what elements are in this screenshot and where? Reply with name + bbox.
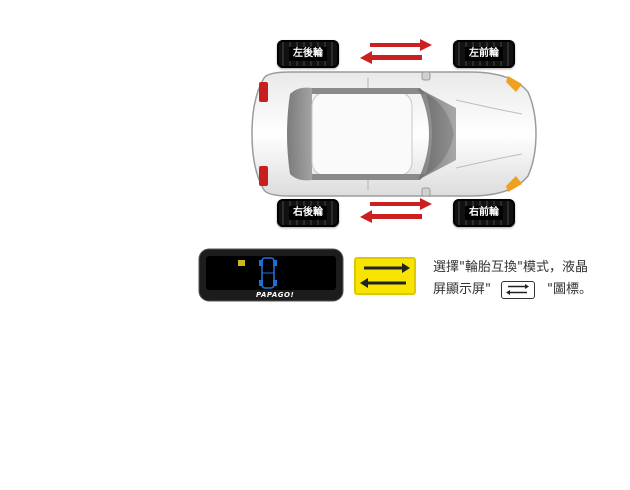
car-top-view-illustration (251, 71, 537, 197)
instruction-line-1: 選擇"輪胎互換"模式，液晶 (433, 260, 588, 275)
swap-arrows-icon (360, 263, 410, 288)
tire-front-left: 左前輪 (453, 40, 515, 68)
swap-inline-icon (500, 281, 535, 299)
tire-rear-right: 右後輪 (277, 199, 339, 227)
device-indicator-icon (238, 260, 245, 266)
device-brand-label: PAPAGO! (256, 291, 295, 299)
instruction-line-2b: "圖標。 (546, 282, 592, 297)
tire-rear-left-label: 左後輪 (289, 47, 327, 61)
swap-arrows-bottom-icon (360, 198, 432, 223)
tire-rear-right-label: 右後輪 (289, 206, 327, 220)
swap-mode-icon (354, 257, 416, 295)
tire-rear-left: 左後輪 (277, 40, 339, 68)
swap-arrows-top-icon (360, 39, 432, 64)
tire-front-right-label: 右前輪 (465, 206, 503, 220)
tire-front-right: 右前輪 (453, 199, 515, 227)
instruction-line-2a: 屏顯示屏" (433, 282, 491, 297)
tpms-device-illustration (198, 248, 344, 302)
instruction-text: 選擇"輪胎互換"模式，液晶 屏顯示屏" "圖標。 (433, 257, 592, 301)
tire-front-left-label: 左前輪 (465, 47, 503, 61)
